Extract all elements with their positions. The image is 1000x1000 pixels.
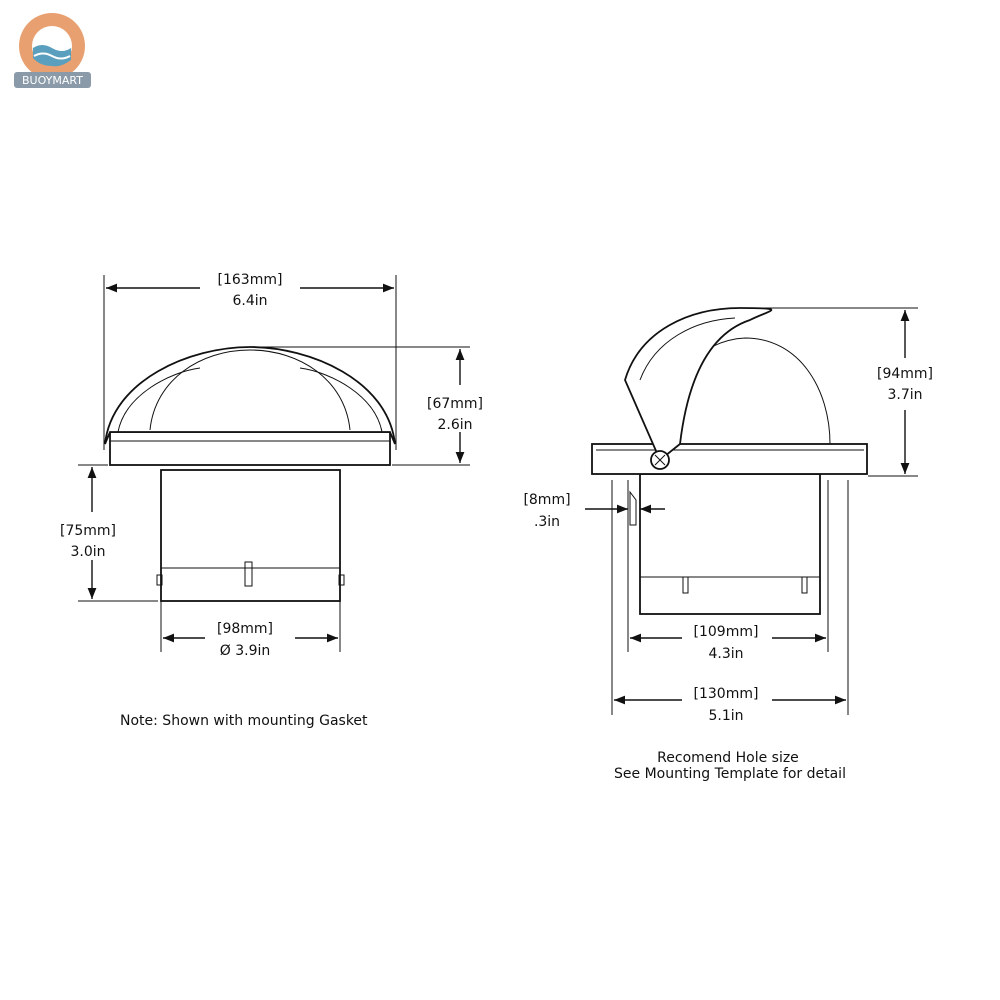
diameter-mm-label: [98mm] [217,621,273,637]
width-in-label: 6.4in [232,293,267,309]
hole-size-note: Recomend Hole size [657,750,799,766]
compass-side-flange [591,443,868,475]
brand-name: BUOYMART [22,74,83,87]
template-note: See Mounting Template for detail [614,766,846,782]
height-bottom-mm-label: [75mm] [60,523,116,539]
gasket-note: Note: Shown with mounting Gasket [120,713,368,729]
flange-in-label: .3in [534,514,560,530]
compass-hood [624,307,773,462]
height-in-label: 3.7in [887,387,922,403]
brand-badge [14,72,91,88]
flange-mm-label: [8mm] [523,492,570,508]
mounting-stud [244,561,253,587]
compass-bezel [109,431,391,466]
diameter-in-label: Ø 3.9in [220,643,271,659]
width-mm-label: [163mm] [218,272,283,288]
compass-dome [104,346,396,445]
height-bottom-in-label: 3.0in [70,544,105,560]
brand-logo: BUOYMART [14,13,91,88]
compass-side-base [639,473,821,615]
side-view: [94mm] 3.7in [8mm] .3in [109mm] 4.3in [1… [523,307,933,782]
body-width-in-label: 4.3in [708,646,743,662]
height-top-in-label: 2.6in [437,417,472,433]
hole-width-mm-label: [130mm] [694,686,759,702]
hole-width-in-label: 5.1in [708,708,743,724]
body-width-mm-label: [109mm] [694,624,759,640]
height-mm-label: [94mm] [877,366,933,382]
height-top-mm-label: [67mm] [427,396,483,412]
compass-base [160,469,341,602]
front-view: [163mm] 6.4in [67mm] 2.6in [75mm] 3.0in … [60,272,483,729]
